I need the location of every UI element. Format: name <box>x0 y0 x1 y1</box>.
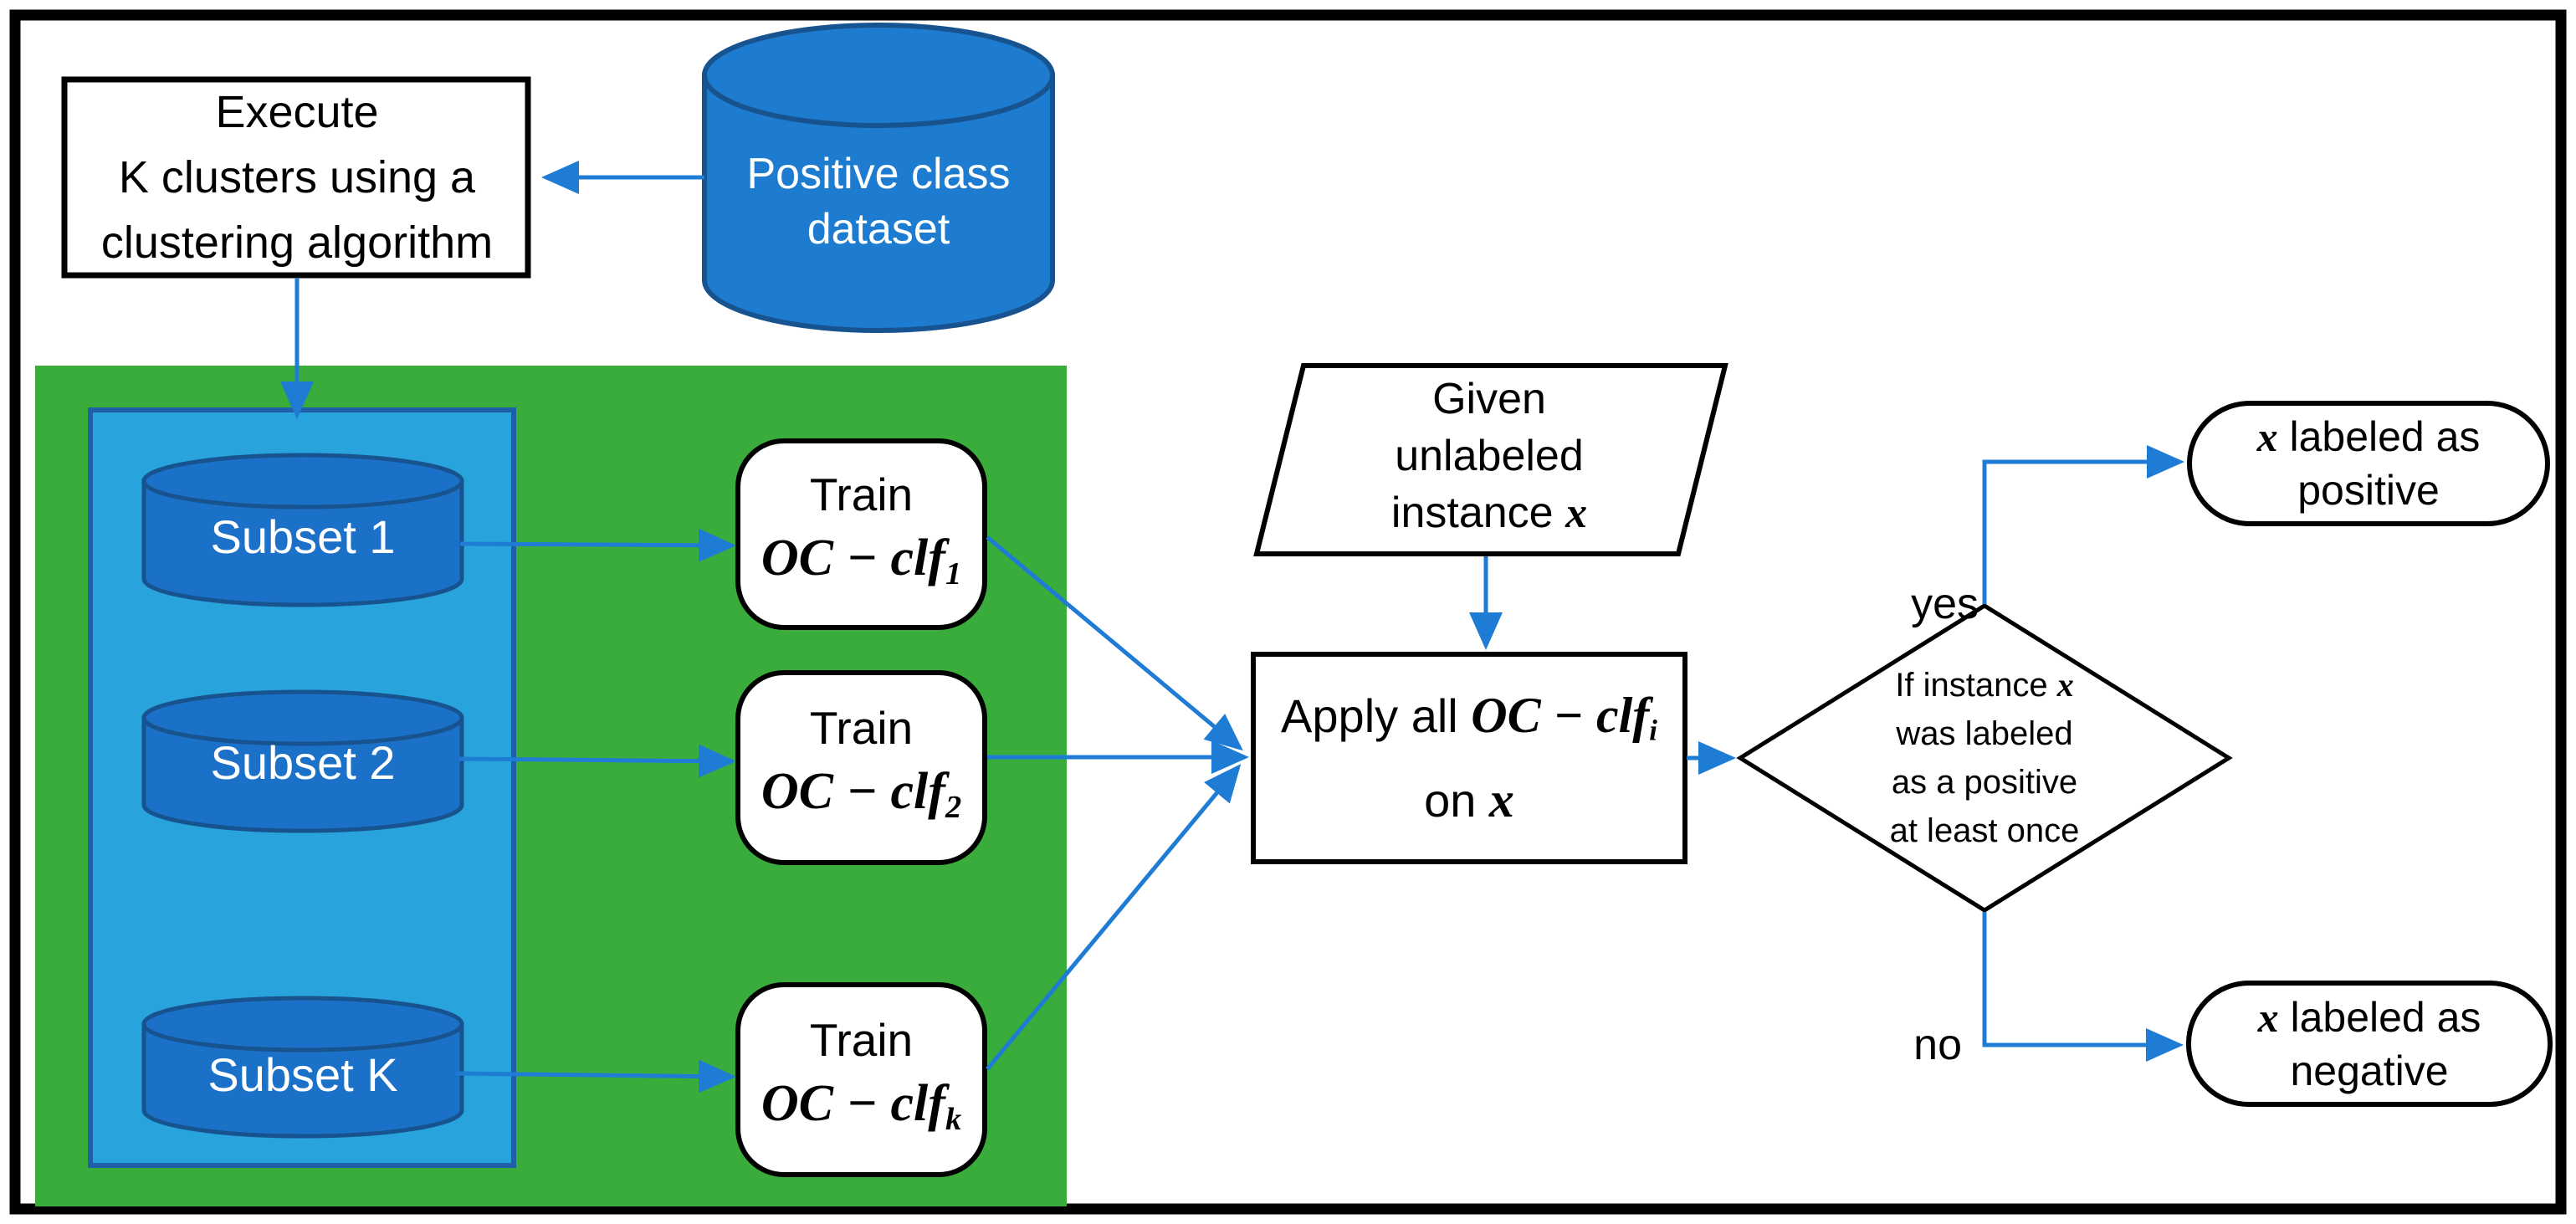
train2-title: Train <box>809 702 914 755</box>
subset1-cylinder-cap <box>141 453 464 510</box>
arrow-yes-to-positive <box>1982 445 2184 604</box>
execute-line1: Execute <box>215 87 379 137</box>
given-line3-text: instance <box>1390 488 1554 537</box>
decision-x-var: x <box>2056 666 2074 704</box>
arrow-subset1-to-train1 <box>459 528 736 562</box>
positive-dataset-cylinder-cap <box>702 23 1055 128</box>
train3-math-text: OC − clf <box>761 1075 945 1133</box>
positive-line1-text: labeled as <box>2289 413 2481 460</box>
decision-line1: If instance x <box>1895 661 2073 709</box>
decision-label: If instance x was labeled as a positive … <box>1817 661 2152 855</box>
arrow-subsetk-to-train3 <box>455 1059 736 1093</box>
given-label: Given unlabeled instance x <box>1280 371 1698 541</box>
negative-x-var: x <box>2257 993 2279 1041</box>
positive-dataset-cylinder-body <box>702 73 1055 333</box>
negative-line1: x labeled as <box>2258 991 2481 1044</box>
train1-title: Train <box>809 469 914 521</box>
apply-box <box>1251 652 1687 864</box>
subset1-text: Subset 1 <box>210 510 396 563</box>
positive-capsule-label: x labeled as positive <box>2189 403 2548 524</box>
train3-math: OC − clfk <box>761 1072 961 1151</box>
train3-math-sub: k <box>945 1101 962 1137</box>
subset1-cylinder-body <box>141 479 464 607</box>
given-line1: Given <box>1432 374 1546 423</box>
subsetk-label: Subset K <box>144 1033 462 1117</box>
positive-capsule <box>2187 401 2550 526</box>
given-line2: unlabeled <box>1395 431 1584 480</box>
decision-line2: was labeled <box>1896 715 2073 752</box>
dataset-line2: dataset <box>807 205 950 254</box>
train2-math-text: OC − clf <box>761 763 945 821</box>
subset1-label: Subset 1 <box>144 495 462 579</box>
negative-line2: negative <box>2290 1047 2449 1094</box>
given-x-var: x <box>1565 489 1588 537</box>
dataset-label: Positive class dataset <box>707 146 1050 257</box>
outer-border <box>9 9 2567 1215</box>
train2-box <box>735 670 987 865</box>
negative-capsule-label: x labeled as negative <box>2189 983 2550 1104</box>
train1-math: OC − clf1 <box>761 526 961 606</box>
negative-capsule <box>2186 981 2553 1107</box>
arrow-train3-to-apply <box>986 764 1242 1071</box>
positive-x-var: x <box>2256 413 2278 460</box>
arrow-no-to-negative <box>1982 912 2184 1062</box>
apply-x-var: x <box>1488 771 1514 827</box>
subsetk-cylinder <box>141 996 464 1139</box>
positive-line1: x labeled as <box>2257 410 2481 463</box>
execute-box <box>61 76 531 279</box>
apply-math-sub: i <box>1649 714 1657 747</box>
no-text: no <box>1913 1021 1962 1069</box>
yes-text: yes <box>1911 580 1979 628</box>
subset2-cylinder-cap <box>141 689 464 746</box>
arrow-train1-to-apply <box>986 535 1243 751</box>
train1-math-sub: 1 <box>945 556 962 592</box>
apply-label: Apply all OC − clfi on x <box>1253 654 1685 862</box>
apply-line2: on x <box>1424 766 1514 835</box>
negative-line1-text: labeled as <box>2290 993 2481 1041</box>
subset2-cylinder <box>141 689 464 833</box>
dataset-line1: Positive class <box>746 150 1011 198</box>
yes-edge-label: yes <box>1832 582 1979 626</box>
train1-label: Train OC − clf1 <box>738 441 985 627</box>
arrow-subset2-to-train2 <box>458 744 736 778</box>
no-edge-label: no <box>1841 1023 1962 1067</box>
apply-line2-text: on <box>1424 773 1477 827</box>
train1-box <box>735 438 987 630</box>
train2-math: OC − clf2 <box>761 760 961 839</box>
subsetk-text: Subset K <box>207 1048 398 1101</box>
decision-diamond <box>1736 603 2233 913</box>
train2-label: Train OC − clf2 <box>738 673 985 863</box>
subset2-label: Subset 2 <box>144 721 462 805</box>
given-line3: instance x <box>1391 484 1587 542</box>
positive-line2: positive <box>2297 467 2440 514</box>
decision-line4: at least once <box>1889 812 2080 849</box>
subset2-cylinder-body <box>141 715 464 833</box>
subsetk-cylinder-body <box>141 1022 464 1139</box>
subset1-cylinder <box>141 453 464 607</box>
apply-math-text: OC − clf <box>1471 688 1650 744</box>
train3-label: Train OC − clfk <box>738 985 985 1175</box>
train3-box <box>735 982 987 1177</box>
train1-math-text: OC − clf <box>761 530 945 587</box>
execute-line3: clustering algorithm <box>100 218 494 268</box>
positive-dataset-cylinder <box>702 23 1055 333</box>
decision-line3: as a positive <box>1891 764 2078 801</box>
given-parallelogram <box>1253 363 1728 556</box>
apply-line1-text: Apply all <box>1281 689 1458 743</box>
subsetk-cylinder-cap <box>141 996 464 1052</box>
decision-line1-text: If instance <box>1895 667 2048 704</box>
subset2-text: Subset 2 <box>210 736 396 789</box>
train2-math-sub: 2 <box>945 789 962 825</box>
execute-line2: K clusters using a <box>118 152 476 202</box>
train3-title: Train <box>809 1014 914 1067</box>
execute-label: Execute K clusters using a clustering al… <box>67 79 527 275</box>
apply-line1: Apply all OC − clfi <box>1281 681 1657 766</box>
